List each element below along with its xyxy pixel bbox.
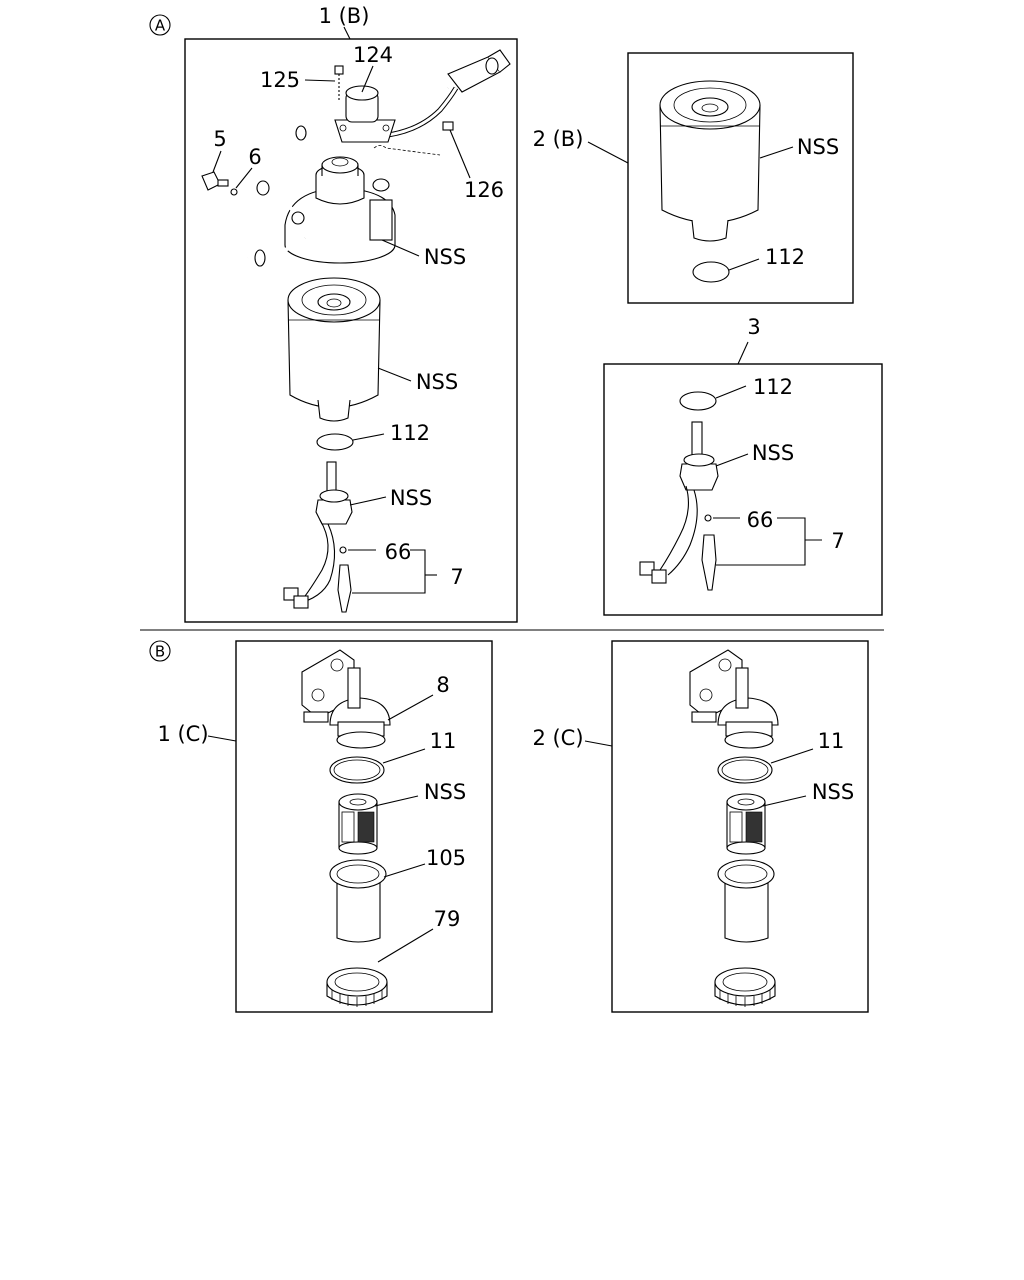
water-sensor-illustration [283, 461, 353, 613]
callout-105: 105 [426, 846, 466, 870]
filter-housing-c2-illustration [689, 649, 779, 749]
filter-head-illustration [247, 156, 396, 267]
frame-1c [235, 640, 493, 1013]
o-ring-112-3-illustration [679, 391, 717, 411]
frame-3-title: 3 [747, 315, 760, 339]
callout-nss-filter: NSS [416, 370, 458, 394]
bolt-5-illustration [201, 171, 229, 191]
callout-112-2b: 112 [765, 245, 805, 269]
section-marker-b: B [149, 640, 171, 662]
washer-6-illustration [230, 188, 238, 196]
filter-element-c1-illustration [338, 793, 378, 855]
frame-1c-title: 1 (C) [157, 722, 208, 746]
section-marker-b-label: B [155, 643, 165, 661]
frame-2c [611, 640, 869, 1013]
o-ring-11-c1-illustration [329, 756, 385, 784]
bracket-7-a [352, 549, 426, 594]
frame-1b-title: 1 (B) [319, 4, 370, 28]
bracket-7-3 [716, 517, 806, 566]
callout-7-a: 7 [450, 565, 463, 589]
callout-79: 79 [434, 907, 461, 931]
o-ring-112-2b-illustration [692, 261, 730, 283]
callout-126: 126 [464, 178, 504, 202]
callout-nss-c2: NSS [812, 780, 854, 804]
filter-housing-8-illustration [301, 649, 391, 749]
screw-126-illustration [373, 121, 454, 156]
retaining-ring-79-illustration [326, 967, 388, 1007]
callout-66-3: 66 [747, 508, 774, 532]
frame-1b [184, 38, 518, 623]
screw-125-illustration [334, 65, 344, 100]
o-ring-112-illustration [316, 433, 354, 451]
callout-124: 124 [353, 43, 393, 67]
callout-nss-2b: NSS [797, 135, 839, 159]
filter-bowl-c2-illustration [717, 859, 775, 943]
section-marker-a-label: A [155, 17, 166, 35]
callout-112-a: 112 [390, 421, 430, 445]
fuel-filter-cartridge-illustration [287, 277, 381, 422]
callout-6: 6 [248, 145, 261, 169]
filter-bowl-105-illustration [329, 859, 387, 943]
callout-nss-filter-head: NSS [424, 245, 466, 269]
callout-nss-3: NSS [752, 441, 794, 465]
frame-2b [627, 52, 854, 304]
wiring-harness-illustration [295, 49, 511, 141]
callout-11-c2: 11 [818, 729, 845, 753]
callout-5: 5 [213, 127, 226, 151]
retaining-ring-c2-illustration [714, 967, 776, 1007]
filter-element-c2-illustration [726, 793, 766, 855]
frame-3 [603, 363, 883, 616]
o-ring-11-c2-illustration [717, 756, 773, 784]
callout-112-3: 112 [753, 375, 793, 399]
section-marker-a: A [149, 14, 171, 36]
frame-2c-title: 2 (C) [532, 726, 583, 750]
callout-66-a: 66 [385, 540, 412, 564]
callout-nss-c1: NSS [424, 780, 466, 804]
callout-8: 8 [436, 673, 449, 697]
switch-124-illustration [334, 85, 396, 143]
water-sensor-3-illustration [639, 421, 719, 591]
callout-7-3: 7 [831, 529, 844, 553]
frame-2b-title: 2 (B) [533, 127, 584, 151]
callout-nss-sensor: NSS [390, 486, 432, 510]
callout-125: 125 [260, 68, 300, 92]
fuel-filter-2b-illustration [659, 80, 761, 242]
callout-11-c1: 11 [430, 729, 457, 753]
